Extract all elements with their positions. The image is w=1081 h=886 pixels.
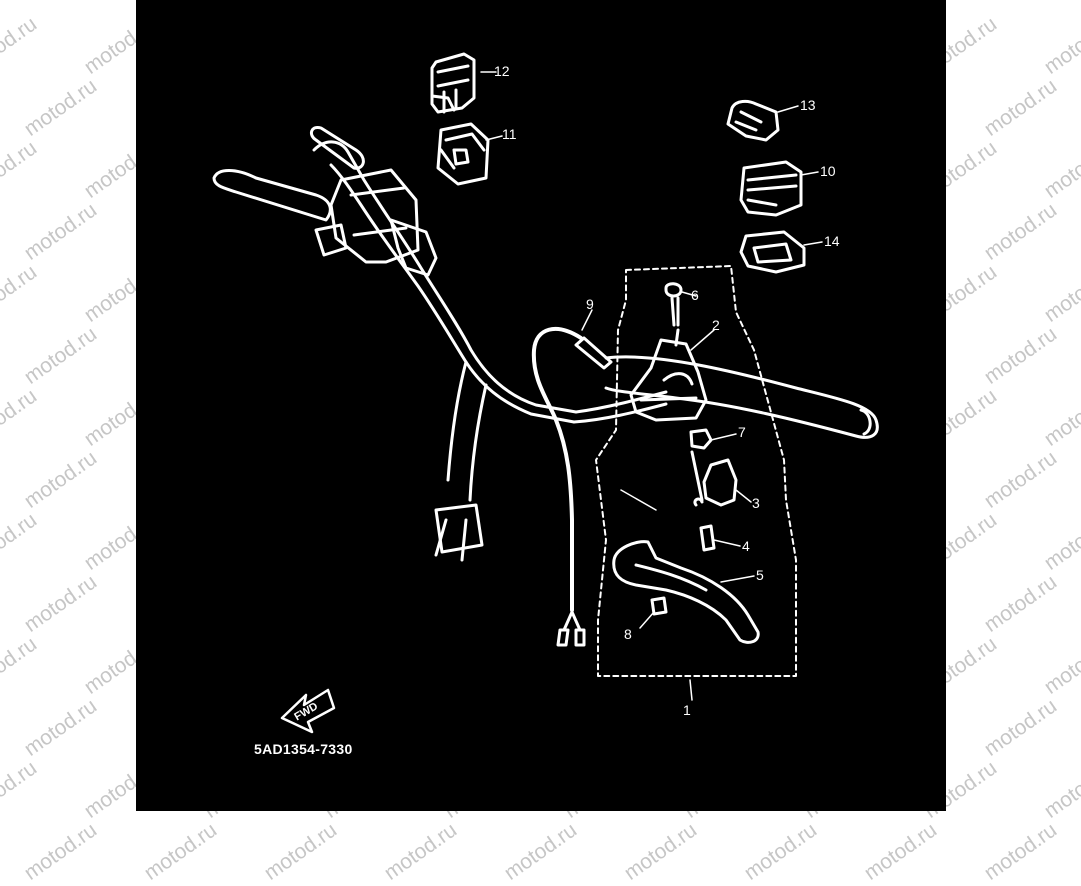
watermark-tile: motod.ru bbox=[1040, 632, 1081, 699]
watermark-tile: motod.ru bbox=[500, 818, 582, 885]
callout-12: 12 bbox=[494, 63, 510, 79]
diagram-panel: FWD 12 11 13 10 14 6 2 9 7 3 4 5 8 1 5AD… bbox=[136, 0, 946, 811]
watermark-tile: motod.ru bbox=[260, 818, 342, 885]
watermark-tile: motod.ru bbox=[1040, 12, 1081, 79]
callout-7: 7 bbox=[738, 424, 746, 440]
watermark-tile: motod.ru bbox=[980, 198, 1062, 265]
watermark-tile: motod.ru bbox=[140, 818, 222, 885]
watermark-tile: motod.ru bbox=[980, 570, 1062, 637]
watermark-tile: motod.ru bbox=[20, 198, 102, 265]
watermark-tile: motod.ru bbox=[20, 446, 102, 513]
watermark-tile: motod.ru bbox=[0, 136, 42, 203]
callout-10: 10 bbox=[820, 163, 836, 179]
nut-7 bbox=[689, 428, 713, 450]
watermark-tile: motod.ru bbox=[980, 74, 1062, 141]
watermark-tile: motod.ru bbox=[20, 694, 102, 761]
watermark-tile: motod.ru bbox=[380, 818, 462, 885]
watermark-tile: motod.ru bbox=[20, 570, 102, 637]
watermark-tile: motod.ru bbox=[1040, 384, 1081, 451]
handlebar-exploded-diagram: FWD bbox=[212, 52, 879, 734]
callout-3: 3 bbox=[752, 495, 760, 511]
watermark-tile: motod.ru bbox=[620, 818, 702, 885]
callout-4: 4 bbox=[742, 538, 750, 554]
watermark-tile: motod.ru bbox=[20, 322, 102, 389]
callout-9: 9 bbox=[586, 296, 594, 312]
watermark-tile: motod.ru bbox=[1040, 136, 1081, 203]
watermark-tile: motod.ru bbox=[0, 632, 42, 699]
watermark-tile: motod.ru bbox=[0, 756, 42, 823]
callout-1: 1 bbox=[683, 702, 691, 718]
watermark-tile: motod.ru bbox=[860, 818, 942, 885]
fwd-arrow-icon bbox=[280, 688, 336, 734]
left-grip-assembly bbox=[212, 125, 438, 277]
handlebar-tube bbox=[312, 140, 668, 562]
watermark-tile: motod.ru bbox=[980, 446, 1062, 513]
watermark-tile: motod.ru bbox=[20, 818, 102, 885]
watermark-tile: motod.ru bbox=[1040, 508, 1081, 575]
watermark-tile: motod.ru bbox=[0, 508, 42, 575]
watermark-tile: motod.ru bbox=[1040, 260, 1081, 327]
screw-4 bbox=[699, 524, 716, 552]
watermark-tile: motod.ru bbox=[740, 818, 822, 885]
part-8 bbox=[650, 596, 668, 616]
part-code-label: 5AD1354-7330 bbox=[254, 741, 353, 757]
callout-13: 13 bbox=[800, 97, 816, 113]
callout-2: 2 bbox=[712, 317, 720, 333]
watermark-tile: motod.ru bbox=[980, 322, 1062, 389]
watermark-tile: motod.ru bbox=[1040, 756, 1081, 823]
assembly-outline bbox=[595, 265, 797, 677]
clutch-lever bbox=[612, 540, 760, 644]
watermark-tile: motod.ru bbox=[0, 260, 42, 327]
switch-11 bbox=[436, 122, 490, 186]
callout-14: 14 bbox=[824, 233, 840, 249]
callout-6: 6 bbox=[691, 287, 699, 303]
watermark-tile: motod.ru bbox=[980, 818, 1062, 885]
plate-3 bbox=[702, 458, 738, 507]
leader-lines bbox=[480, 71, 823, 701]
clutch-cable bbox=[531, 327, 613, 647]
watermark-tile: motod.ru bbox=[0, 384, 42, 451]
watermark-tile: motod.ru bbox=[980, 694, 1062, 761]
bolt-6 bbox=[664, 282, 683, 327]
lever-holder bbox=[629, 328, 708, 422]
watermark-tile: motod.ru bbox=[20, 74, 102, 141]
callout-11: 11 bbox=[502, 126, 517, 142]
callout-5: 5 bbox=[756, 567, 764, 583]
callout-8: 8 bbox=[624, 626, 632, 642]
watermark-tile: motod.ru bbox=[0, 12, 42, 79]
switch-14 bbox=[739, 230, 806, 274]
switch-12 bbox=[430, 52, 476, 114]
switch-10 bbox=[739, 160, 803, 217]
switch-13 bbox=[726, 99, 780, 142]
